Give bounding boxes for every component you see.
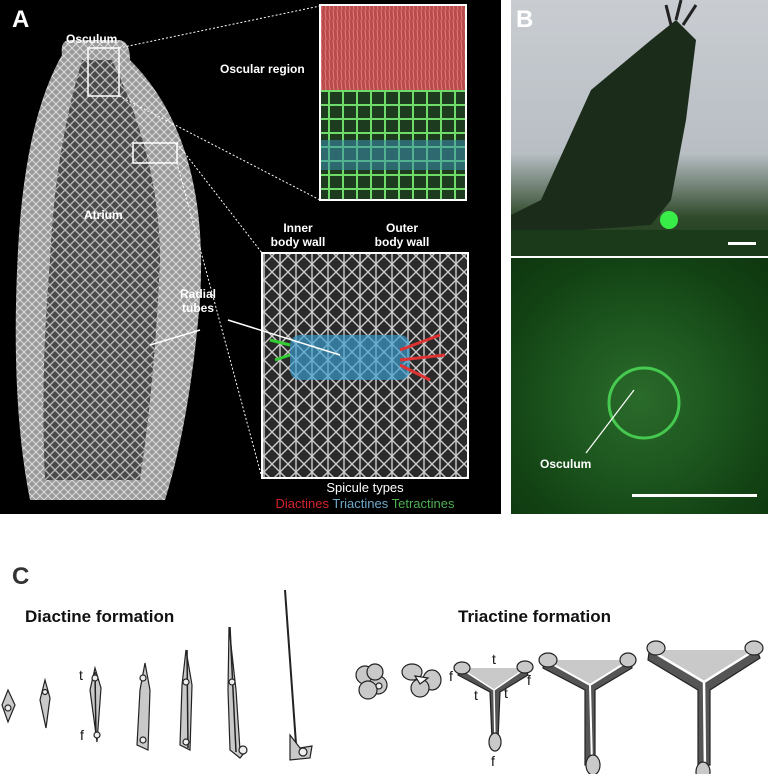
panel-b-bottom-image — [511, 258, 768, 514]
sponge-fluorescence-side — [511, 0, 768, 256]
label-t-left: t — [474, 687, 478, 703]
osculum-label: Osculum — [66, 32, 118, 46]
panel-c-letter: C — [12, 563, 30, 590]
legend-diactines: Diactines — [275, 496, 329, 511]
panel-b-top-image — [511, 0, 768, 256]
sponge-atrium — [43, 60, 161, 480]
triactine-stage-5 — [646, 640, 764, 774]
panel-b-letter: B — [516, 6, 534, 33]
triactine-stage-3 — [453, 660, 534, 752]
radial-tubes-label: Radial tubes — [180, 287, 217, 315]
scale-bar — [632, 494, 757, 497]
body-wall-zoom-box — [132, 142, 178, 164]
label-t-right: t — [504, 685, 508, 701]
inner-body-wall-label: Inner body wall — [270, 221, 326, 249]
legend-title: Spicule types — [326, 480, 404, 495]
triactine-stage-1 — [355, 663, 388, 700]
panel-a-letter: A — [12, 6, 30, 33]
oscular-region-label: Oscular region — [220, 62, 305, 76]
diactine-stage-3 — [89, 665, 102, 743]
label-f-bottom: f — [491, 753, 495, 769]
scale-bar — [728, 242, 756, 245]
diactine-title: Diactine formation — [25, 607, 175, 626]
label-t-top: t — [492, 651, 496, 667]
spicule-formation-diagram: t f t t t f f f — [1, 589, 764, 774]
diactine-stage-4 — [136, 662, 151, 751]
diactine-stage-1 — [1, 688, 16, 724]
outer-body-wall-label: Outer body wall — [374, 221, 430, 249]
label-t-diactine: t — [79, 667, 83, 683]
legend-tetractines: Tetractines — [391, 496, 455, 511]
oscular-region-inset — [319, 4, 467, 201]
legend-triactines: Triactines — [332, 496, 389, 511]
label-f-diactine: f — [80, 727, 84, 743]
diactine-stage-6 — [227, 626, 248, 759]
atrium-label: Atrium — [84, 208, 123, 222]
panel-a: A Osculum Oscular region Atrium Inner bo… — [0, 0, 501, 514]
spicule-legend: Diactines Triactines Tetractines — [262, 496, 468, 511]
diactine-stage-5 — [179, 649, 193, 751]
osculum-fluorescence-top — [585, 366, 757, 497]
label-f-right: f — [527, 672, 531, 688]
diactine-stage-7 — [284, 589, 313, 761]
osculum-zoom-box — [87, 47, 120, 97]
label-f-left: f — [449, 668, 453, 684]
osculum-label-b: Osculum — [540, 457, 592, 471]
body-wall-inset — [261, 252, 469, 479]
sponge-skeleton-render — [15, 4, 469, 500]
triactine-stage-2 — [401, 663, 442, 698]
diactine-stage-2 — [39, 677, 51, 729]
triactine-title: Triactine formation — [458, 607, 612, 626]
triactine-stage-4 — [538, 652, 637, 774]
